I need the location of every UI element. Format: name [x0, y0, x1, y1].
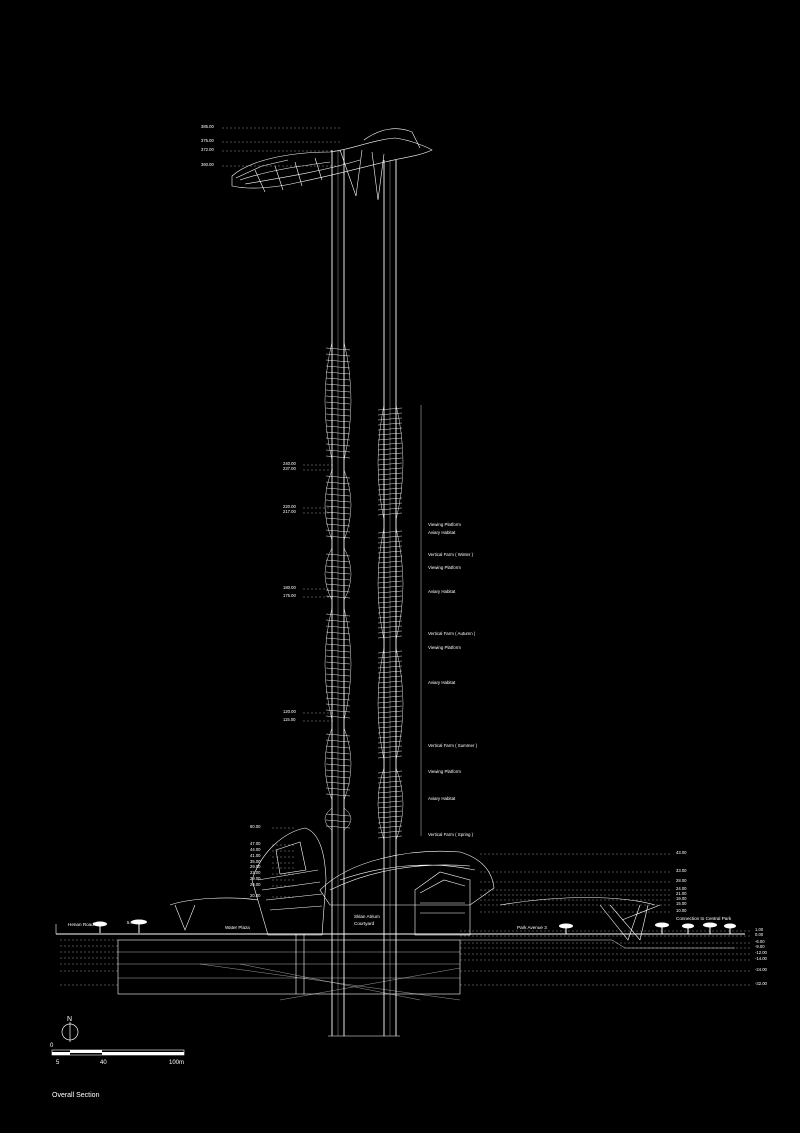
level-label: 217.00	[283, 509, 296, 514]
level-label: -14.00	[755, 956, 768, 961]
level-label: 375.00	[201, 138, 214, 143]
level-label: 44.00	[250, 847, 261, 852]
scale-bar: 0 5 40 100m	[50, 1043, 185, 1066]
level-label: 29.00	[250, 876, 261, 881]
level-label: 24.00	[676, 886, 687, 891]
level-label: 29.00	[250, 864, 261, 869]
right-level-labels: 43.00 33.00 28.00 24.00 21.00 19.00 15.0…	[676, 850, 768, 986]
scale-label: 5	[56, 1060, 60, 1066]
podium-buildings	[169, 827, 661, 941]
program-label: Vertical Farm ( Autumn )	[428, 631, 476, 636]
program-label: Viewing Platform	[428, 522, 461, 527]
level-label: 22.00	[250, 870, 261, 875]
level-label: 120.00	[283, 709, 296, 714]
program-label: Viewing Platform	[428, 645, 461, 650]
north-letter: N	[67, 1016, 72, 1023]
level-label: 19.00	[676, 896, 687, 901]
program-label: Aviary Habitat	[428, 530, 456, 535]
program-label: Aviary Habitat	[428, 589, 456, 594]
level-label: 33.00	[676, 868, 687, 873]
level-label: 180.00	[283, 585, 296, 590]
level-label: 28.00	[676, 878, 687, 883]
program-label: Viewing Platform	[428, 769, 461, 774]
level-label: 35.00	[250, 859, 261, 864]
level-label: 60.00	[250, 824, 261, 829]
program-label: Viewing Platform	[428, 565, 461, 570]
east-tower-facade	[377, 404, 404, 841]
level-label: -32.00	[755, 981, 768, 986]
scale-label: 100m	[169, 1060, 184, 1066]
level-label: 175.00	[283, 593, 296, 598]
level-label: 21.00	[676, 891, 687, 896]
program-label: Aviary Habitat	[428, 796, 456, 801]
west-tower-facade	[324, 341, 352, 831]
left-level-labels: 385.00 375.00 372.00 360.00 240.00 237.0…	[127, 124, 296, 925]
level-label: 240.00	[283, 461, 296, 466]
ground-and-basement	[55, 924, 745, 1001]
level-label: 43.00	[676, 850, 687, 855]
courtyard-label: Courtyard	[354, 921, 375, 926]
park-avenue-label: Park Avenue 3	[517, 925, 547, 930]
program-label: Vertical Farm ( Spring )	[428, 832, 474, 837]
program-label: Vertical Farm ( Winter )	[428, 552, 474, 557]
program-label: Aviary Habitat	[428, 680, 456, 685]
program-labels: Viewing Platform Aviary Habitat Vertical…	[428, 522, 478, 837]
level-label: 26.00	[250, 882, 261, 887]
level-label: 47.00	[250, 841, 261, 846]
courtyard-label: Sklan Atrium	[354, 914, 380, 919]
tower-crown	[231, 128, 433, 201]
scale-label: 0	[50, 1043, 54, 1049]
level-label: -9.00	[755, 944, 765, 949]
scale-label: 40	[100, 1060, 107, 1066]
level-label: 115.00	[283, 717, 296, 722]
level-label: 237.00	[283, 466, 296, 471]
north-arrow: N	[61, 1016, 79, 1042]
program-label: Vertical Farm ( Summer )	[428, 743, 478, 748]
level-label: 360.00	[201, 162, 214, 167]
site-labels: Henan Road Water Plaza Sklan Atrium Cour…	[68, 914, 732, 930]
level-label: 385.00	[201, 124, 214, 129]
level-label: -6.00	[755, 939, 765, 944]
drawing-title: Overall Section	[52, 1092, 100, 1099]
water-plaza-label: Water Plaza	[225, 925, 250, 930]
level-label: 372.00	[201, 147, 214, 152]
level-label: 20.00	[250, 893, 261, 898]
central-park-label: Connection to Central Park	[676, 916, 732, 921]
level-label: 220.00	[283, 504, 296, 509]
level-guides	[60, 127, 752, 986]
road-label: Henan Road	[68, 922, 94, 927]
level-label: 10.00	[676, 908, 687, 913]
site-trees	[93, 919, 736, 934]
level-label: -24.00	[755, 967, 768, 972]
level-label: 0.00	[755, 932, 764, 937]
level-label: 41.00	[250, 853, 261, 858]
level-label: 1.00	[755, 927, 764, 932]
tower-shafts	[328, 150, 400, 1037]
level-label: 15.00	[676, 901, 687, 906]
level-label: -12.00	[755, 950, 768, 955]
